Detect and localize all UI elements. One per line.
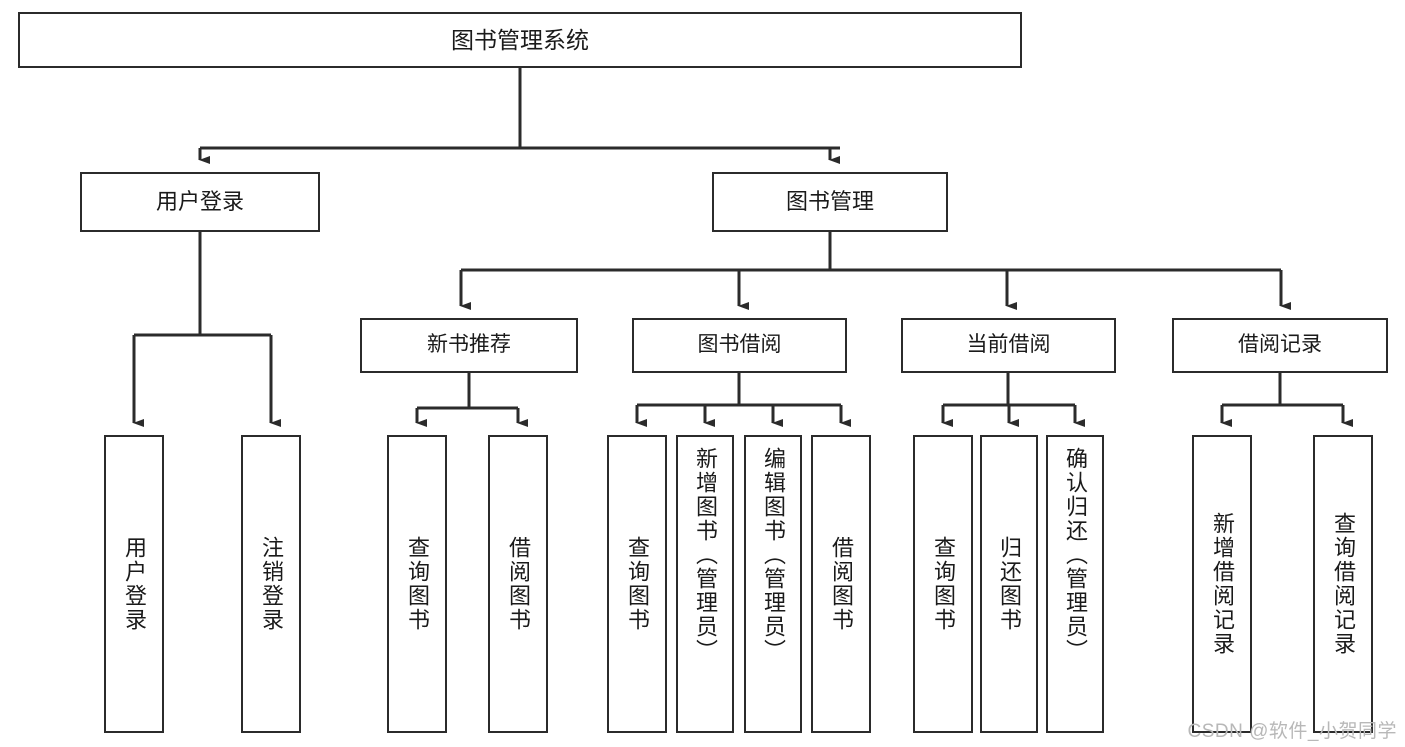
node-borrow-record[interactable]: 借阅记录	[1172, 318, 1388, 373]
node-leaf-add-book[interactable]: 新增图书（管理员）	[676, 435, 734, 733]
node-book-borrow[interactable]: 图书借阅	[632, 318, 847, 373]
node-leaf-edit-book[interactable]: 编辑图书（管理员）	[744, 435, 802, 733]
node-leaf-logout-label: 注销登录	[259, 536, 284, 632]
node-leaf-query-book-1-label: 查询图书	[405, 536, 430, 632]
node-book-manage[interactable]: 图书管理	[712, 172, 948, 232]
edges-newbook-to-leaves	[415, 373, 528, 427]
node-leaf-borrow-book-1[interactable]: 借阅图书	[488, 435, 548, 733]
node-book-manage-label: 图书管理	[785, 189, 874, 215]
node-leaf-borrow-book-1-label: 借阅图书	[506, 536, 531, 632]
node-leaf-query-book-3[interactable]: 查询图书	[913, 435, 973, 733]
node-leaf-query-book-2[interactable]: 查询图书	[607, 435, 667, 733]
node-leaf-user-login-label: 用户登录	[122, 536, 147, 632]
node-leaf-query-book-1[interactable]: 查询图书	[387, 435, 447, 733]
node-leaf-query-book-3-label: 查询图书	[931, 536, 956, 632]
node-leaf-add-record[interactable]: 新增借阅记录	[1192, 435, 1252, 733]
node-leaf-borrow-book-2-label: 借阅图书	[829, 536, 854, 632]
edges-bookmanage-to-level2	[459, 232, 1291, 310]
node-root-label: 图书管理系统	[451, 26, 589, 53]
node-leaf-add-record-label: 新增借阅记录	[1210, 512, 1235, 656]
node-root-system[interactable]: 图书管理系统	[18, 12, 1022, 68]
node-leaf-borrow-book-2[interactable]: 借阅图书	[811, 435, 871, 733]
edges-bookborrow-to-leaves	[635, 373, 851, 427]
edges-userlogin-to-leaves	[132, 232, 281, 427]
node-leaf-confirm-return[interactable]: 确认归还（管理员）	[1046, 435, 1104, 733]
node-book-borrow-label: 图书借阅	[697, 333, 782, 357]
watermark-text: CSDN @软件_小贺同学	[1187, 721, 1397, 742]
node-current-borrow-label: 当前借阅	[966, 333, 1051, 357]
edges-root-to-level1	[198, 68, 840, 164]
node-leaf-user-login[interactable]: 用户登录	[104, 435, 164, 733]
node-new-book-recommend[interactable]: 新书推荐	[360, 318, 578, 373]
node-leaf-query-record-label: 查询借阅记录	[1331, 512, 1356, 656]
node-leaf-return-book[interactable]: 归还图书	[980, 435, 1038, 733]
node-leaf-edit-book-label: 编辑图书（管理员）	[761, 447, 786, 663]
node-leaf-confirm-return-label: 确认归还（管理员）	[1063, 447, 1088, 663]
node-current-borrow[interactable]: 当前借阅	[901, 318, 1116, 373]
node-leaf-query-record[interactable]: 查询借阅记录	[1313, 435, 1373, 733]
edges-borrowrecord-to-leaves	[1220, 373, 1353, 427]
node-user-login[interactable]: 用户登录	[80, 172, 320, 232]
node-leaf-return-book-label: 归还图书	[997, 536, 1022, 632]
edges-currentborrow-to-leaves	[941, 373, 1085, 427]
node-borrow-record-label: 借阅记录	[1238, 333, 1322, 357]
node-leaf-query-book-2-label: 查询图书	[625, 536, 650, 632]
node-leaf-logout[interactable]: 注销登录	[241, 435, 301, 733]
node-new-book-recommend-label: 新书推荐	[427, 333, 511, 357]
node-leaf-add-book-label: 新增图书（管理员）	[693, 447, 718, 663]
node-user-login-label: 用户登录	[155, 189, 244, 215]
